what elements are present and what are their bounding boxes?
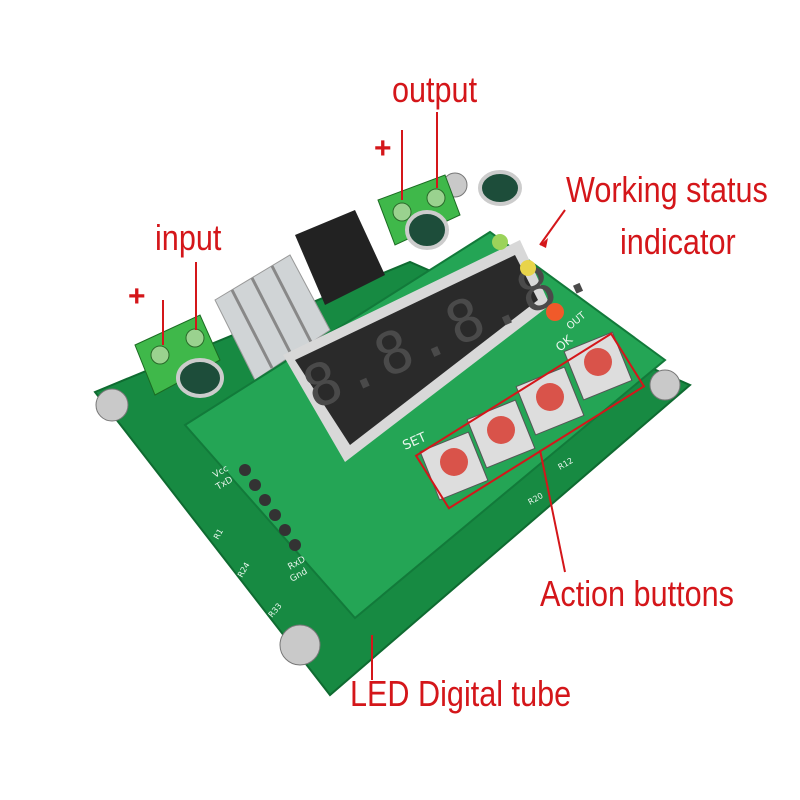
action-buttons-highlight	[414, 332, 646, 510]
label-working-status-2: indicator	[620, 221, 736, 262]
label-led-digital-tube: LED Digital tube	[350, 673, 572, 714]
label-input: input	[155, 217, 222, 258]
screw	[279, 624, 321, 666]
status-led-yellow	[520, 260, 536, 276]
inductor	[295, 210, 385, 305]
button-set[interactable]	[419, 431, 489, 501]
button-ok[interactable]	[563, 331, 633, 401]
screw	[649, 369, 681, 401]
capacitor	[478, 170, 522, 206]
screw	[95, 388, 129, 422]
display-pcb	[183, 230, 667, 620]
arrow-head	[540, 238, 548, 248]
label-input-plus: +	[128, 280, 146, 313]
label-action-buttons: Action buttons	[540, 573, 734, 614]
capacitor	[405, 210, 449, 250]
capacitor	[176, 358, 224, 398]
status-led-green	[492, 234, 508, 250]
status-led-red	[546, 303, 564, 321]
label-output-plus: +	[374, 132, 392, 165]
pin-header	[239, 464, 301, 551]
label-working-status-1: Working status	[566, 169, 768, 210]
label-output: output	[392, 69, 478, 110]
button-up[interactable]	[515, 366, 585, 436]
annotation-lines	[162, 112, 646, 680]
button-down[interactable]	[466, 399, 536, 469]
